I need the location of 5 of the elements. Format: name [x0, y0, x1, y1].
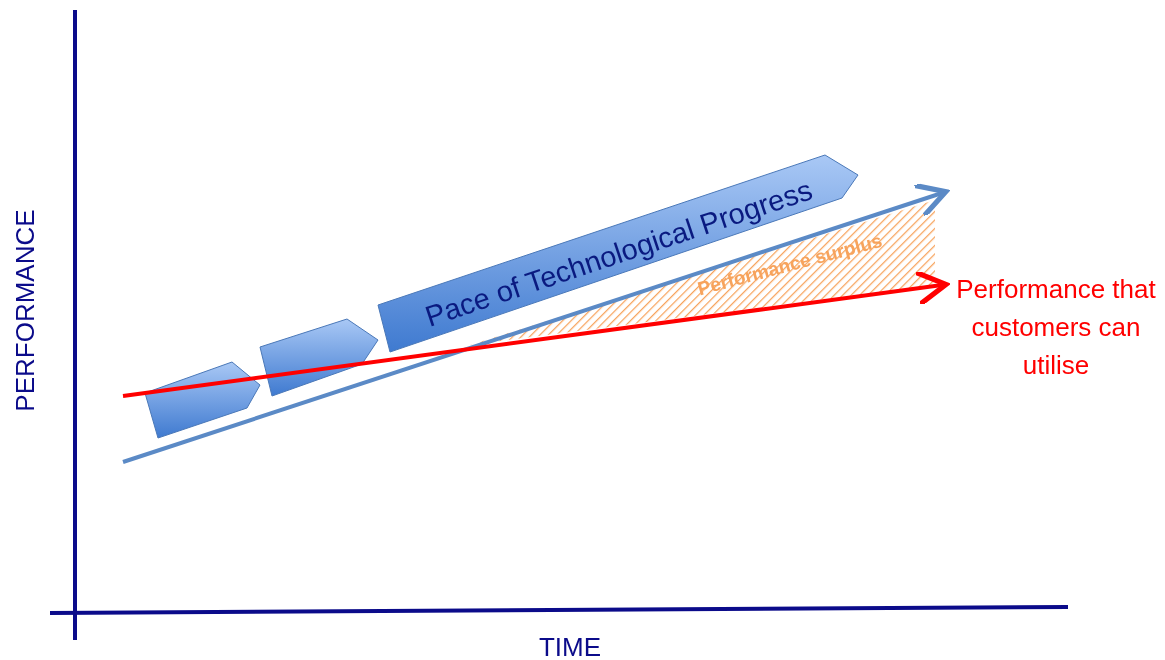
- line-label: Performance that customers can utilise: [955, 273, 1157, 382]
- axis-label: TIME: [538, 631, 602, 660]
- pentagon-arrow-shape: [256, 316, 380, 398]
- pentagon-arrow-shape: [143, 360, 263, 440]
- axis-label: PERFORMANCE: [8, 208, 41, 412]
